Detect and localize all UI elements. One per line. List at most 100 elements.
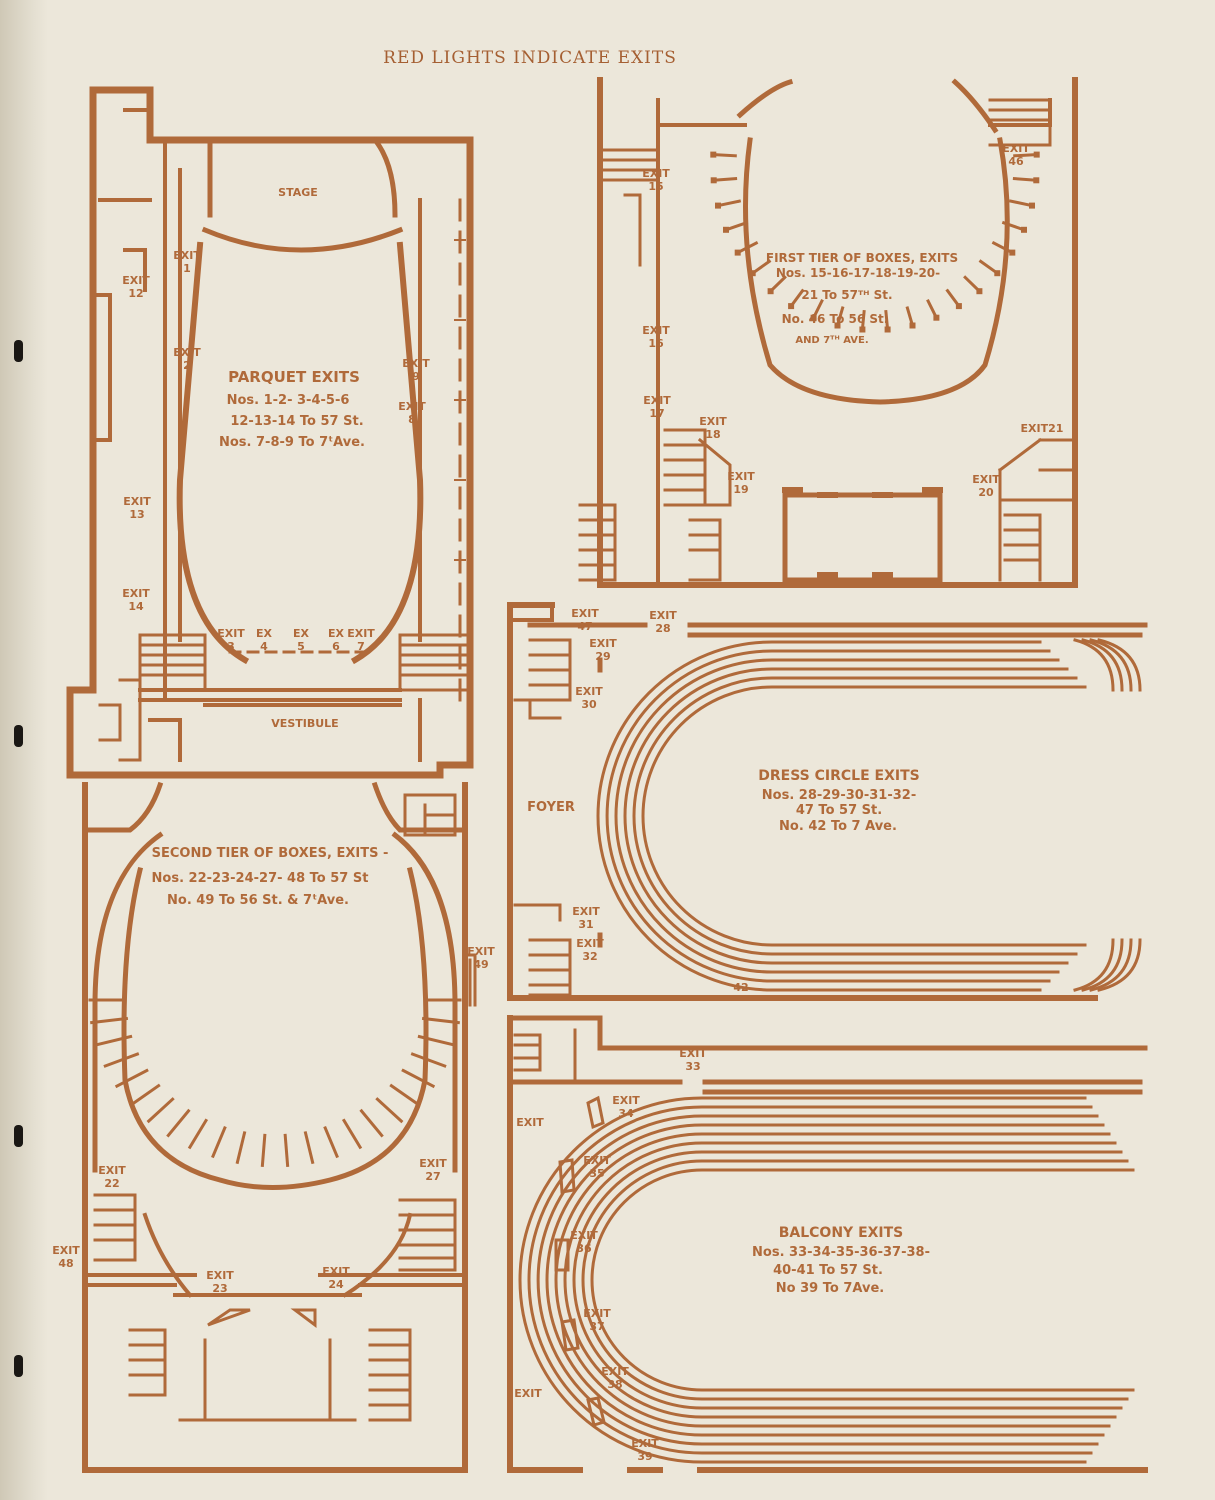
box-partition bbox=[716, 199, 742, 208]
box-partition bbox=[711, 153, 737, 158]
exit-word-e7: EXIT bbox=[347, 627, 375, 640]
balcony-row-curve bbox=[554, 1132, 1111, 1428]
exit-number-e1: 1 bbox=[183, 262, 191, 275]
parquet-line3: Nos. 7-8-9 To 7ᵗAve. bbox=[219, 435, 365, 450]
exit-labels: EXIT1EXIT2EXIT3EX4EX5EX6EXIT7EXIT8EXIT9E… bbox=[52, 142, 1063, 1463]
exit-word-e34: EXIT bbox=[612, 1094, 640, 1107]
dress-circle-line2: 47 To 57 St. bbox=[796, 803, 882, 818]
parquet-line2: 12-13-14 To 57 St. bbox=[230, 414, 363, 429]
exit-word-e12: EXIT bbox=[122, 274, 150, 287]
box-partition bbox=[103, 1052, 140, 1068]
exit-word-e29: EXIT bbox=[589, 637, 617, 650]
exit-word-e31: EXIT bbox=[572, 905, 600, 918]
balcony-row-curve bbox=[572, 1150, 1123, 1410]
box-partition bbox=[211, 1125, 227, 1159]
row-end bbox=[1089, 938, 1133, 992]
box-door bbox=[933, 314, 940, 321]
box-partition bbox=[95, 1034, 133, 1047]
box-door bbox=[955, 303, 962, 310]
dress-circle-line3: No. 42 To 7 Ave. bbox=[779, 819, 897, 834]
exit-word-e20: EXIT bbox=[972, 473, 1000, 486]
box-partition bbox=[1012, 176, 1038, 182]
balcony-plan: BALCONY EXITS Nos. 33-34-35-36-37-38- 40… bbox=[507, 1015, 1148, 1473]
exit-number-e28: 28 bbox=[655, 622, 670, 635]
binding-hole bbox=[14, 1125, 23, 1147]
balcony-row-curve bbox=[527, 1105, 1093, 1455]
exit-number-e16: 16 bbox=[648, 337, 664, 350]
box-partition bbox=[114, 1068, 149, 1089]
box-partition bbox=[724, 220, 749, 232]
exit-number-e30: 30 bbox=[581, 698, 597, 711]
box-partition bbox=[1013, 153, 1039, 158]
exit-number-e22: 22 bbox=[104, 1177, 119, 1190]
exit-word-e4: EX bbox=[256, 627, 273, 640]
exit-word-e18: EXIT bbox=[699, 415, 727, 428]
exit-word-e15: EXIT bbox=[642, 167, 670, 180]
second-tier-plan: SECOND TIER OF BOXES, EXITS - Nos. 22-23… bbox=[82, 781, 477, 1473]
binding-hole bbox=[14, 340, 23, 362]
exit-number-e39: 39 bbox=[637, 1450, 652, 1463]
exit-word-e2: EXIT bbox=[173, 346, 201, 359]
exit-number-e37: 37 bbox=[589, 1320, 604, 1333]
tier-row-curve bbox=[605, 649, 1051, 983]
tier-row-curve bbox=[641, 685, 1087, 947]
row-end bbox=[1081, 938, 1124, 992]
exit-word-e16: EXIT bbox=[642, 324, 670, 337]
exit-word-e48: EXIT bbox=[52, 1244, 80, 1257]
balcony-row-curve bbox=[590, 1168, 1135, 1392]
box-door bbox=[1033, 177, 1040, 184]
exit-word-balcony-bottom: EXIT bbox=[514, 1387, 542, 1400]
second-tier-line2: No. 49 To 56 St. & 7ᵗAve. bbox=[167, 893, 349, 908]
exit-word-balcony-top: EXIT bbox=[516, 1116, 544, 1129]
dress-circle-title: DRESS CIRCLE EXITS bbox=[758, 768, 919, 784]
first-tier-line4: AND 7ᵀᴴ AVE. bbox=[795, 335, 868, 346]
box-partition bbox=[235, 1131, 247, 1165]
exit-word-e23: EXIT bbox=[206, 1269, 234, 1282]
box-partition bbox=[712, 176, 738, 182]
box-partition bbox=[375, 1097, 404, 1124]
exit-number-e9: 9 bbox=[412, 370, 420, 383]
exit-number-e8: 8 bbox=[408, 413, 416, 426]
second-tier-title: SECOND TIER OF BOXES, EXITS - bbox=[152, 846, 389, 861]
exit-number-e3: 3 bbox=[227, 640, 235, 653]
box-partition bbox=[187, 1118, 209, 1150]
exit-number-e2: 2 bbox=[183, 359, 191, 372]
box-partition bbox=[401, 1068, 436, 1089]
box-door bbox=[834, 322, 841, 329]
exit-word-e46: EXIT bbox=[1002, 142, 1030, 155]
box-partition bbox=[991, 240, 1015, 255]
exit-number-e19: 19 bbox=[733, 483, 748, 496]
tier-row-curve bbox=[623, 667, 1069, 965]
exit-number-e49: 49 bbox=[473, 958, 488, 971]
box-door bbox=[859, 326, 866, 333]
box-partition bbox=[389, 1083, 421, 1107]
box-partition bbox=[735, 240, 759, 255]
exit-word-e22: EXIT bbox=[98, 1164, 126, 1177]
first-tier-plan: FIRST TIER OF BOXES, EXITS Nos. 15-16-17… bbox=[578, 77, 1078, 588]
exit-number-e12: 12 bbox=[128, 287, 143, 300]
box-partition bbox=[303, 1131, 315, 1165]
box-door bbox=[1009, 249, 1016, 256]
first-tier-title: FIRST TIER OF BOXES, EXITS bbox=[766, 251, 958, 265]
balcony-line1: Nos. 33-34-35-36-37-38- bbox=[752, 1245, 930, 1260]
exit-word-e33: EXIT bbox=[679, 1047, 707, 1060]
balcony-row-curve bbox=[563, 1141, 1117, 1419]
exit-word-e28: EXIT bbox=[649, 609, 677, 622]
exit-word-e3: EXIT bbox=[217, 627, 245, 640]
exit-word-e49: EXIT bbox=[467, 945, 495, 958]
box-partition bbox=[417, 1034, 455, 1047]
exit-number-e31: 31 bbox=[578, 918, 593, 931]
exit-number-e42: 42 bbox=[733, 981, 748, 994]
parquet-plan: STAGE VESTIBULE PARQUET EXITS Nos. 1-2- … bbox=[66, 86, 474, 779]
box-partition bbox=[359, 1108, 384, 1138]
exit-word-e8: EXIT bbox=[398, 400, 426, 413]
box-door bbox=[715, 202, 721, 209]
box-door bbox=[810, 314, 817, 321]
balcony-row-curve bbox=[545, 1123, 1105, 1437]
exit-number-e38: 38 bbox=[607, 1378, 622, 1391]
box-partition bbox=[129, 1083, 161, 1107]
row-end bbox=[1097, 938, 1142, 992]
box-partition bbox=[410, 1052, 447, 1068]
exit-word-e6: EX bbox=[328, 627, 345, 640]
